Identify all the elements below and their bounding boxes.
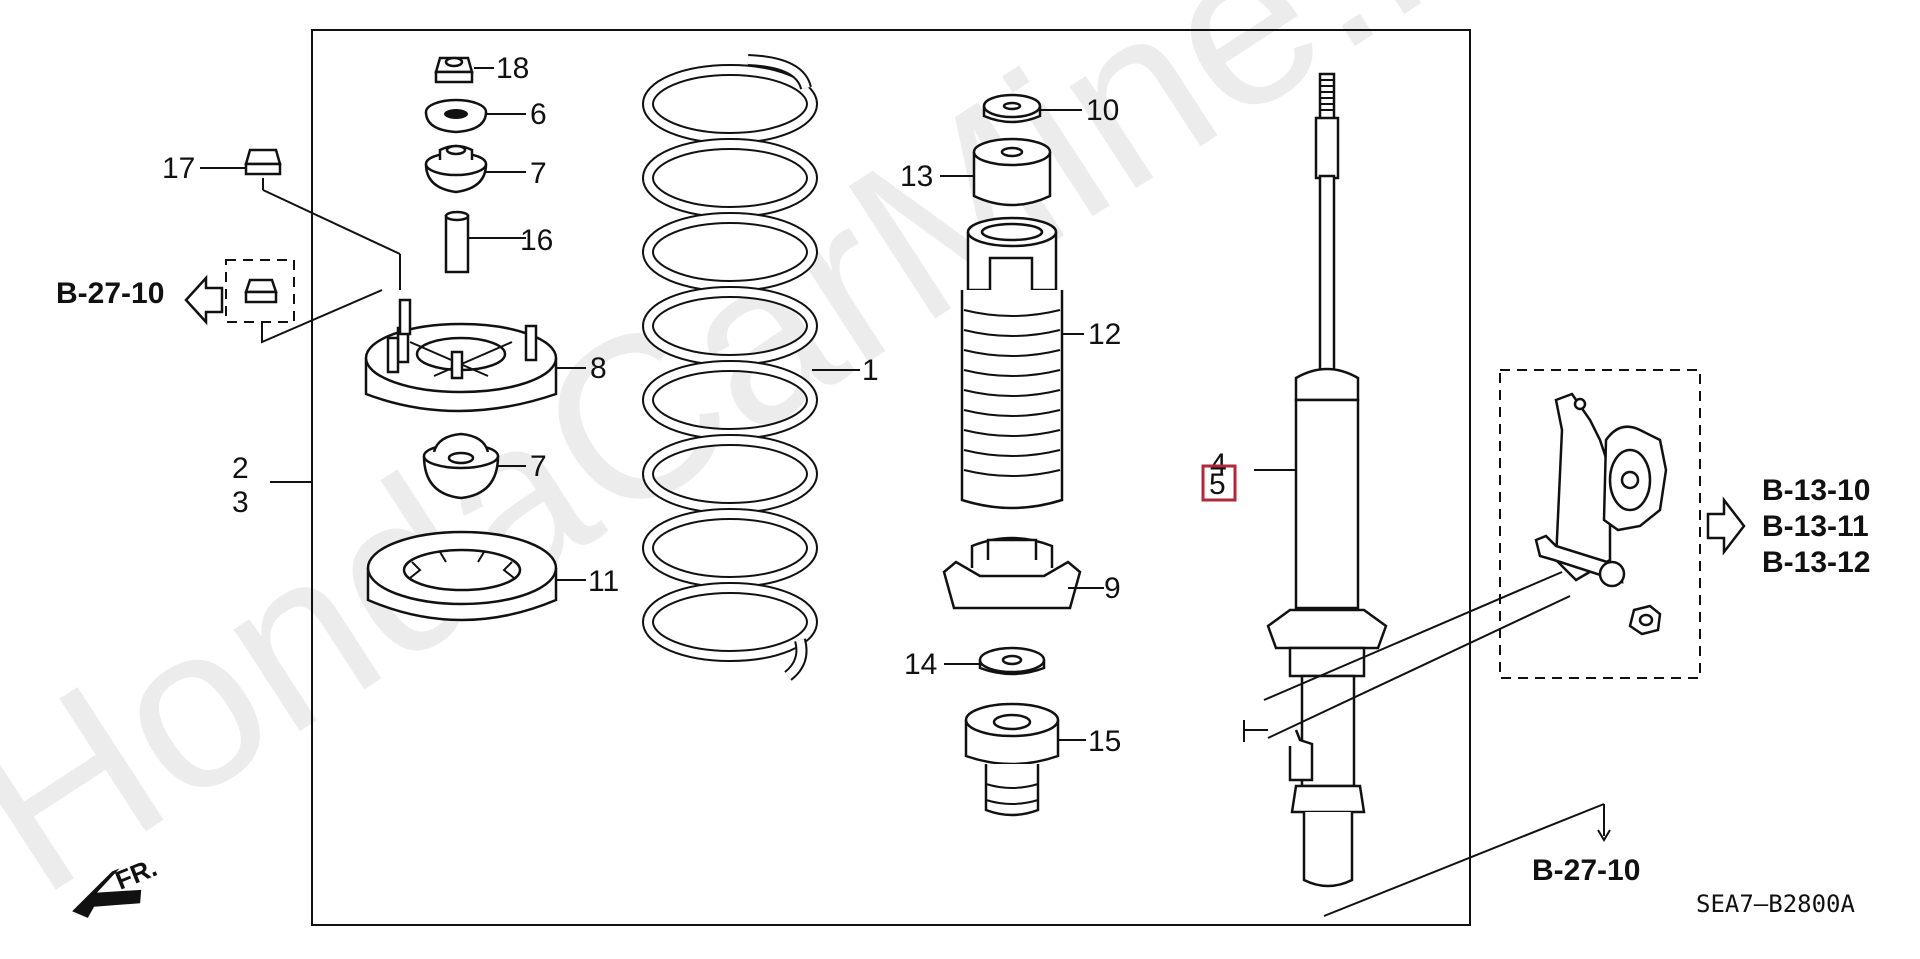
callout-16: 16 xyxy=(520,224,553,257)
callout-9: 9 xyxy=(1104,572,1121,605)
callout-2: 2 xyxy=(232,452,249,485)
part-9-seat[interactable] xyxy=(942,536,1104,610)
part-17-nut[interactable] xyxy=(200,148,401,290)
diagram-code: SEA7—B2800A xyxy=(1696,890,1855,918)
callout-13: 13 xyxy=(900,160,933,193)
part-13-cap[interactable] xyxy=(940,137,1052,207)
callout-15: 15 xyxy=(1088,725,1121,758)
part-16-collar[interactable] xyxy=(444,210,526,274)
callout-7-upper: 7 xyxy=(530,157,547,190)
ref-arrow-top-left[interactable] xyxy=(184,274,224,326)
callout-3: 3 xyxy=(232,486,249,519)
callout-10: 10 xyxy=(1086,94,1119,127)
callout-5-highlight xyxy=(1201,464,1237,502)
part-8-upper-mount[interactable] xyxy=(364,298,586,413)
sensor-bracket-assembly[interactable] xyxy=(1534,392,1668,636)
ref-b-27-10-bottom[interactable]: B-27-10 xyxy=(1532,854,1640,887)
callout-8: 8 xyxy=(590,352,607,385)
ref-nut-icon xyxy=(244,278,278,304)
ref-box-nut xyxy=(225,259,295,323)
part-7-lower-bushing[interactable] xyxy=(422,432,526,500)
part-1-coil-spring[interactable] xyxy=(642,54,860,681)
part-7-upper-bushing[interactable] xyxy=(424,144,526,194)
ref-b-13-11[interactable]: B-13-11 xyxy=(1762,510,1869,543)
assembly-frame xyxy=(311,29,1471,926)
part-15-bump-stop[interactable] xyxy=(964,702,1086,817)
callout-6: 6 xyxy=(530,98,547,131)
part-10-washer[interactable] xyxy=(982,93,1082,124)
ref-arrow-right[interactable] xyxy=(1706,496,1746,556)
part-18-nut[interactable] xyxy=(434,56,494,84)
callout-12: 12 xyxy=(1088,318,1121,351)
callout-18: 18 xyxy=(496,52,529,85)
callout-7-lower: 7 xyxy=(530,450,547,483)
part-4-5-shock-absorber[interactable] xyxy=(1243,72,1388,888)
part-6-cup[interactable] xyxy=(424,98,526,134)
ref-b-27-10-top[interactable]: B-27-10 xyxy=(56,277,164,310)
ref-b-13-12[interactable]: B-13-12 xyxy=(1762,546,1870,579)
part-14-washer[interactable] xyxy=(944,646,1046,676)
callout-5: 5 xyxy=(1209,468,1226,501)
callout-17: 17 xyxy=(162,152,195,185)
callout-1: 1 xyxy=(862,354,879,387)
callout-14: 14 xyxy=(904,648,937,681)
front-arrow-icon xyxy=(72,868,142,918)
part-12-dust-boot[interactable] xyxy=(960,216,1084,510)
callout-11: 11 xyxy=(588,565,619,598)
ref-b-13-10[interactable]: B-13-10 xyxy=(1762,474,1870,507)
part-11-spring-seat-rubber[interactable] xyxy=(366,530,586,622)
